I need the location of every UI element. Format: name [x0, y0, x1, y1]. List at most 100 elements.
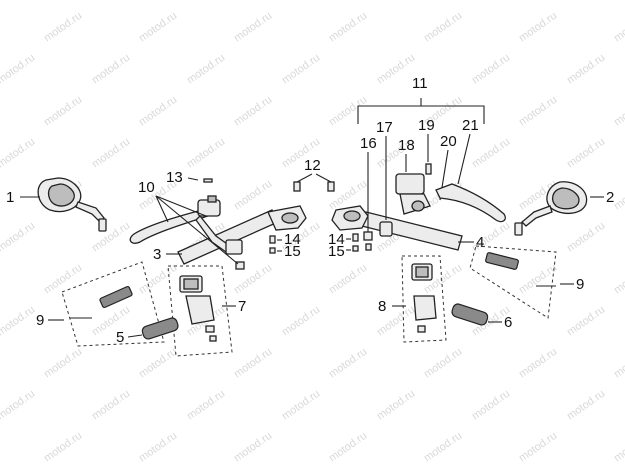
watermark-text: motod.ru	[280, 0, 322, 2]
watermark-text: motod.ru	[90, 304, 132, 339]
callout-16: 16	[360, 135, 377, 152]
callout-3: 3	[153, 246, 161, 263]
brake-switch-parts	[363, 231, 373, 251]
watermark-text: motod.ru	[137, 346, 179, 381]
left-switch-housing	[179, 275, 217, 342]
watermark-text: motod.ru	[375, 52, 417, 87]
watermark-text: motod.ru	[42, 346, 84, 381]
right-riser-clamp	[331, 205, 369, 231]
watermark-text: motod.ru	[327, 94, 369, 129]
watermark-text: motod.ru	[517, 94, 559, 129]
watermark-text: motod.ru	[90, 52, 132, 87]
callout-6: 6	[504, 314, 512, 331]
watermark-text: motod.ru	[422, 346, 464, 381]
watermark-text: motod.ru	[137, 94, 179, 129]
watermark-text: motod.ru	[42, 10, 84, 45]
left-mirror	[37, 177, 107, 232]
watermark-text: motod.ru	[232, 178, 274, 213]
master-cylinder	[395, 173, 431, 215]
left-lever-bracket	[225, 239, 245, 270]
right-mirror	[514, 181, 588, 236]
callout-13: 13	[166, 169, 183, 186]
callout-18: 18	[398, 137, 415, 154]
watermark-text: motod.ru	[565, 304, 607, 339]
callout-11: 11	[412, 75, 428, 92]
watermark-text: motod.ru	[280, 304, 322, 339]
watermark-text: motod.ru	[0, 304, 37, 339]
right-switch-group-box	[401, 255, 447, 343]
right-hand-grip	[451, 303, 489, 326]
callout-10-leader-a	[155, 195, 169, 223]
watermark-text: motod.ru	[327, 10, 369, 45]
brake-light-switch	[379, 221, 393, 237]
watermark-text: motod.ru	[0, 136, 37, 171]
left-riser-clamp	[267, 205, 307, 231]
watermark-text: motod.ru	[470, 52, 512, 87]
left-throttle-tube	[99, 285, 133, 309]
right-throttle-tube	[485, 252, 519, 270]
watermark-text: motod.ru	[0, 220, 37, 255]
callout-5: 5	[116, 329, 124, 346]
bar-clamp-bolts	[293, 173, 335, 192]
callout-14-right: 14	[328, 231, 345, 248]
watermark-text: motod.ru	[232, 430, 274, 465]
watermark-text: motod.ru	[90, 220, 132, 255]
watermark-text: motod.ru	[470, 0, 512, 2]
watermark-text: motod.ru	[0, 52, 37, 87]
callout-4: 4	[476, 234, 484, 251]
watermark-text: motod.ru	[232, 10, 274, 45]
watermark-text: motod.ru	[42, 430, 84, 465]
watermark-text: motod.ru	[422, 10, 464, 45]
watermark-text: motod.ru	[517, 430, 559, 465]
watermark-text: motod.ru	[327, 430, 369, 465]
callout-10: 10	[138, 179, 155, 196]
watermark-text: motod.ru	[612, 262, 625, 297]
watermark-text: motod.ru	[232, 346, 274, 381]
watermark-text: motod.ru	[517, 10, 559, 45]
watermark-text: motod.ru	[0, 0, 37, 2]
watermark-text: motod.ru	[612, 94, 625, 129]
small-screw	[203, 178, 213, 183]
watermark-text: motod.ru	[375, 388, 417, 423]
right-screw-and-washer	[352, 233, 359, 252]
watermark-text: motod.ru	[185, 0, 227, 2]
reservoir-screw	[425, 163, 432, 175]
watermark-text: motod.ru	[90, 136, 132, 171]
front-brake-lever	[435, 183, 506, 223]
watermark-text: motod.ru	[612, 430, 625, 465]
callout-17: 17	[376, 119, 393, 136]
callout-1: 1	[6, 189, 14, 206]
callout-21: 21	[462, 117, 479, 134]
watermark-text: motod.ru	[42, 94, 84, 129]
watermark-text: motod.ru	[375, 0, 417, 2]
watermark-text: motod.ru	[470, 136, 512, 171]
watermark-text: motod.ru	[90, 388, 132, 423]
callout-9-right: 9	[576, 276, 584, 293]
callout-9-left: 9	[36, 312, 44, 329]
callout-13-leader	[187, 177, 199, 181]
callout-12: 12	[304, 157, 321, 174]
watermark-text: motod.ru	[517, 346, 559, 381]
watermark-text: motod.ru	[470, 388, 512, 423]
callout-19: 19	[418, 117, 435, 134]
right-grip-group-box	[469, 245, 557, 319]
watermark-text: motod.ru	[327, 346, 369, 381]
callout-8: 8	[378, 298, 386, 315]
callout-15-left: 15	[284, 243, 301, 260]
watermark-text: motod.ru	[565, 0, 607, 2]
watermark-text: motod.ru	[0, 388, 37, 423]
callout-10-leader-b	[155, 195, 207, 217]
watermark-text: motod.ru	[612, 346, 625, 381]
callout-10-leader-c	[155, 195, 239, 265]
watermark-text: motod.ru	[565, 388, 607, 423]
watermark-text: motod.ru	[565, 220, 607, 255]
watermark-text: motod.ru	[565, 136, 607, 171]
watermark-text: motod.ru	[280, 52, 322, 87]
right-switch-housing	[411, 263, 437, 333]
watermark-text: motod.ru	[280, 388, 322, 423]
watermark-text: motod.ru	[137, 430, 179, 465]
left-hand-grip	[141, 317, 179, 340]
left-grip-group-box	[61, 261, 165, 347]
